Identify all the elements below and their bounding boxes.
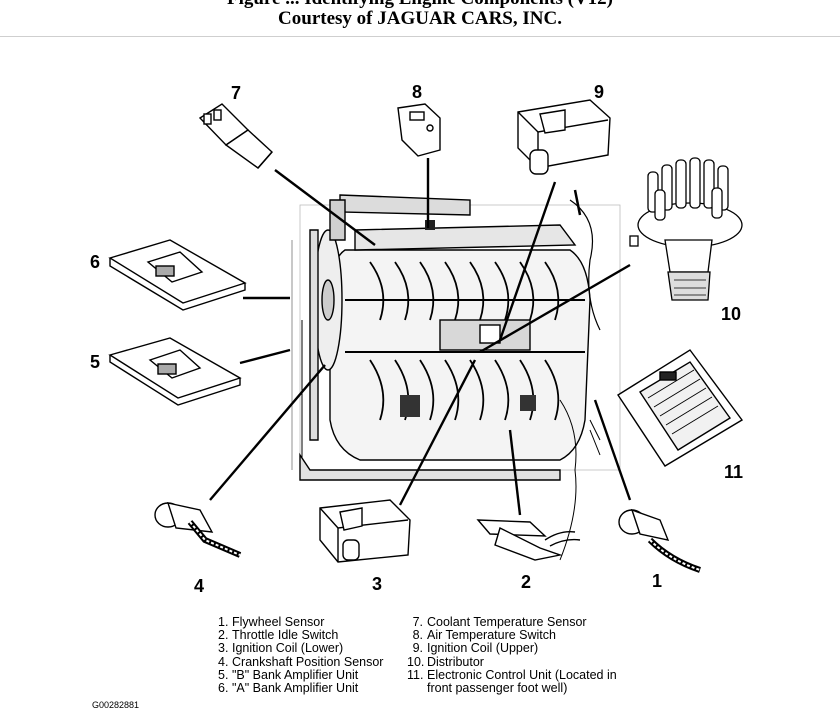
legend-item: 11.Electronic Control Unit (Located in xyxy=(407,667,617,682)
callout-1: 1 xyxy=(652,571,662,591)
flywheel-sensor-illustration xyxy=(618,508,701,573)
legend-item: 7. Coolant Temperature Sensor xyxy=(407,615,617,629)
legend-text: "B" Bank Amplifier Unit xyxy=(232,667,359,682)
ignition-coil-upper-illustration xyxy=(517,99,611,175)
legend-num: 7. xyxy=(412,615,423,629)
crankshaft-position-sensor-illustration xyxy=(154,502,242,558)
legend-text: Distributor xyxy=(427,654,484,669)
legend-item: 4.Crankshaft Position Sensor xyxy=(218,654,384,669)
legend-text: Air Temperature Switch xyxy=(427,628,556,643)
throttle-idle-switch-illustration xyxy=(476,519,581,561)
figure-id: G00282881 xyxy=(92,700,140,710)
electronic-control-unit-illustration xyxy=(617,349,744,467)
callout-4: 4 xyxy=(194,576,204,596)
legend-text: Coolant Temperature Sensor xyxy=(427,615,587,629)
callout-11: 11 xyxy=(724,462,743,482)
header-rule xyxy=(0,36,840,37)
legend-num: 6. xyxy=(218,681,229,696)
legend-item: 2.Throttle Idle Switch xyxy=(218,629,383,642)
legend-item: 3.Ignition Coil (Lower) xyxy=(218,642,383,655)
legend-item: 1.Flywheel Sensor xyxy=(218,615,383,629)
callout-9: 9 xyxy=(594,82,604,102)
legend-num: 4. xyxy=(218,654,229,669)
a-bank-amplifier-illustration xyxy=(108,239,247,311)
legend-item: 10.Distributor xyxy=(407,654,617,669)
courtesy-line: Courtesy of JAGUAR CARS, INC. xyxy=(278,8,562,29)
b-bank-amplifier-illustration xyxy=(108,337,242,406)
legend-item: 9. Ignition Coil (Upper) xyxy=(407,642,617,655)
callout-5: 5 xyxy=(90,352,100,372)
legend-text: Flywheel Sensor xyxy=(232,615,325,629)
air-temperature-switch-illustration xyxy=(397,103,441,157)
legend-num: 3. xyxy=(218,641,229,656)
legend-num: 2. xyxy=(218,628,229,643)
callout-2: 2 xyxy=(521,572,531,592)
legend-left-column: 1.Flywheel Sensor 2.Throttle Idle Switch… xyxy=(218,615,384,696)
legend-num: 11. xyxy=(407,667,424,682)
legend-right-column: 7. Coolant Temperature Sensor 8. Air Tempe… xyxy=(407,615,617,696)
legend-text: Throttle Idle Switch xyxy=(232,628,339,643)
legend-item: 8. Air Temperature Switch xyxy=(407,629,617,642)
legend-item-continuation: front passenger foot well) xyxy=(427,681,568,696)
legend-num: 10. xyxy=(407,654,425,669)
legend-text: Electronic Control Unit (Located in xyxy=(427,667,617,682)
legend-text: Ignition Coil (Lower) xyxy=(232,641,344,656)
legend-text: Crankshaft Position Sensor xyxy=(232,654,384,669)
legend-text: Ignition Coil (Upper) xyxy=(427,641,539,656)
ignition-coil-lower-illustration xyxy=(319,499,411,563)
legend-num: 8. xyxy=(412,628,423,643)
legend-num: 9. xyxy=(412,641,423,656)
leader-lines xyxy=(209,158,632,516)
callout-6: 6 xyxy=(90,252,100,272)
callout-8: 8 xyxy=(412,82,422,102)
callout-10: 10 xyxy=(721,304,741,324)
coolant-temperature-sensor-illustration xyxy=(198,103,273,169)
legend-item: 5."B" Bank Amplifier Unit xyxy=(218,667,383,682)
legend-num: 5. xyxy=(218,667,229,682)
legend-num: 1. xyxy=(218,615,229,629)
v12-engine-illustration xyxy=(291,189,621,561)
legend-item: 6."A" Bank Amplifier Unit xyxy=(218,681,383,696)
clipped-figure-title: Figure ... Identifying Engine Components… xyxy=(0,0,840,10)
callout-7: 7 xyxy=(231,83,241,103)
legend-text: "A" Bank Amplifier Unit xyxy=(232,681,359,696)
callout-3: 3 xyxy=(372,574,382,594)
distributor-illustration xyxy=(629,157,743,301)
